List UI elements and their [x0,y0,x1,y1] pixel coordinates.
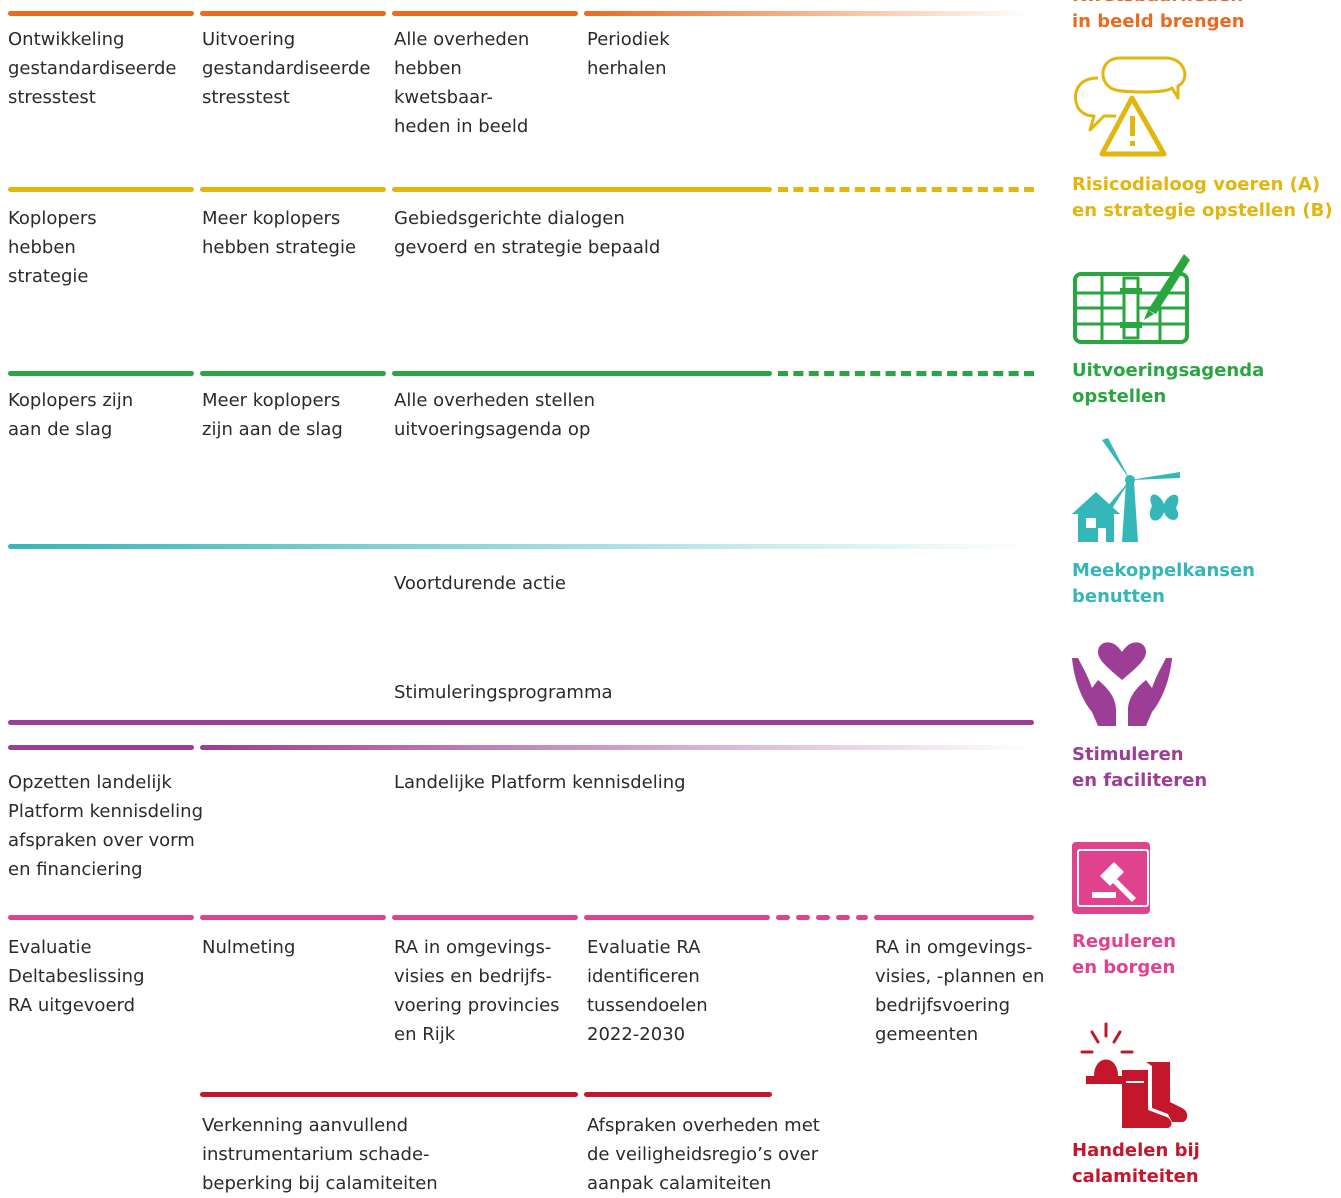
timeline-bar [584,915,770,920]
timeline-bar [200,11,386,16]
timeline-cell: RA in omgevings- visies, -plannen en bed… [875,937,1045,1045]
timeline-bar-dash [836,915,850,920]
timeline-cell: Nulmeting [202,937,296,958]
timeline-bar [200,371,386,376]
timeline-cell: Ontwikkeling gestandardiseerde stresstes… [8,29,177,108]
timeline-bar [200,187,386,192]
timeline-bar [392,915,578,920]
law-book-gavel-icon [1070,840,1170,924]
timeline-cell: Koplopers hebben strategie [8,208,97,287]
timeline-bar [392,371,772,376]
timeline-bar [200,1092,578,1097]
timeline-bar-dashed [778,187,1034,192]
legend-label-reguleren: Reguleren en borgen [1072,931,1177,978]
speech-bubbles-warning-icon [1068,50,1198,164]
timeline-cell: Koplopers zijn aan de slag [8,390,134,440]
timeline-bar [8,745,194,750]
legend-label-kwetsbaarheden: Kwetsbaarheden in beeld brengen [1072,0,1245,32]
timeline-bar [874,915,1034,920]
legend-label-uitvoeringsagenda: Uitvoeringsagenda opstellen [1072,360,1265,407]
timeline-bar [8,720,1034,725]
timeline-bar [8,371,194,376]
timeline-cell: Stimuleringsprogramma [394,682,613,703]
timeline-cell: Verkenning aanvullend instrumentarium sc… [202,1115,438,1194]
timeline-cell: Periodiek herhalen [587,29,670,79]
hands-heart-icon [1068,640,1178,734]
timeline-bar-fading [8,544,1032,549]
legend-label-stimuleren: Stimuleren en faciliteren [1072,744,1208,791]
timeline-bar [392,187,772,192]
timeline-bar [8,915,194,920]
windmill-house-butterfly-icon [1068,436,1198,550]
timeline-cell: Afspraken overheden met de veiligheidsre… [587,1115,820,1194]
timeline-cell: Voortdurende actie [394,573,567,594]
timeline-cell: Meer koplopers hebben strategie [202,208,357,258]
timeline-bar [200,915,386,920]
legend-label-meekoppelkansen: Meekoppelkansen benutten [1072,560,1255,607]
timeline-cell: Opzetten landelijk Platform kennisdeling… [8,772,204,880]
timeline-cell: Meer koplopers zijn aan de slag [202,390,343,440]
timeline-cell: RA in omgevings- visies en bedrijfs- voe… [394,937,560,1045]
timeline-bar [8,11,194,16]
timeline-bar [392,11,578,16]
timeline-cell: Alle overheden stellen uitvoeringsagenda… [394,390,596,440]
timeline-cell: Alle overheden hebben kwetsbaar- heden i… [394,29,530,137]
timeline-bar-dash [816,915,830,920]
agenda-pen-icon [1072,248,1192,352]
legend-label-risicodialoog: Risicodialoog voeren (A) en strategie op… [1072,174,1333,221]
timeline-bar-fading [200,745,1034,750]
timeline-cell: Evaluatie Deltabeslissing RA uitgevoerd [8,937,145,1016]
timeline-bar [584,1092,772,1097]
timeline-bar-fading [584,11,1032,16]
timeline-cell: Gebiedsgerichte dialogen gevoerd en stra… [394,208,661,258]
siren-boots-icon [1074,1022,1194,1136]
timeline-bar-dash [776,915,790,920]
timeline-bar-dashed [778,371,1034,376]
timeline-bar-dash [796,915,810,920]
timeline-cell: Uitvoering gestandardiseerde stresstest [202,29,371,108]
timeline-cell: Evaluatie RA identificeren tussendoelen … [587,937,708,1045]
timeline-bar [8,187,194,192]
legend-label-calamiteiten: Handelen bij calamiteiten [1072,1140,1200,1187]
timeline-cell: Landelijke Platform kennisdeling [394,772,686,793]
timeline-bar-dash [856,915,868,920]
